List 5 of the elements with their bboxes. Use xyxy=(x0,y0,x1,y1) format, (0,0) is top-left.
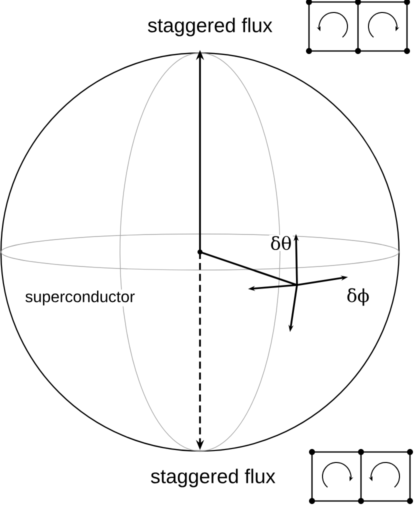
label: δϕ xyxy=(346,287,370,307)
label: superconductor xyxy=(24,290,136,306)
label: staggered flux xyxy=(146,16,274,38)
label: staggered flux xyxy=(149,468,277,488)
label: δθ xyxy=(269,234,293,252)
